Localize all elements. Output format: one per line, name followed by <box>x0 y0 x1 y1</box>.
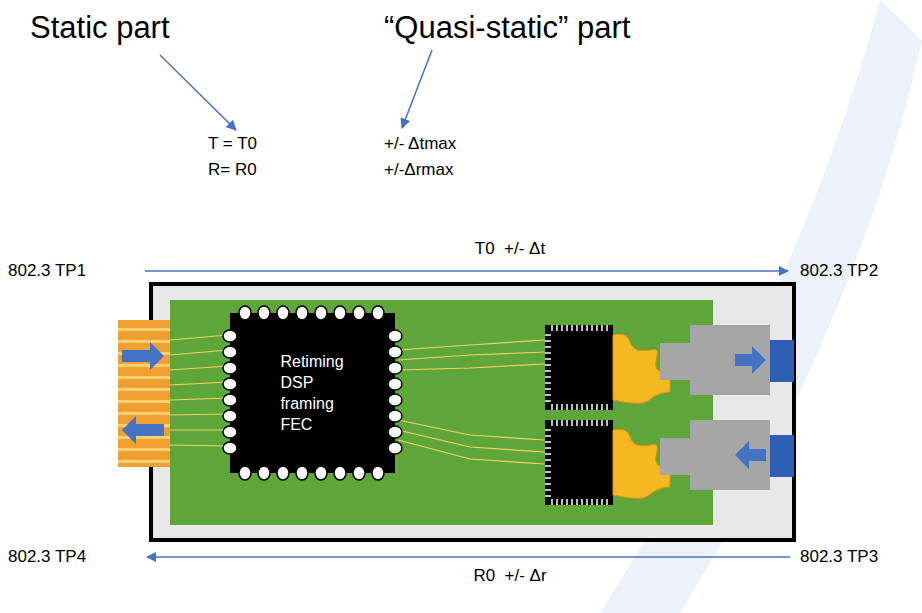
rx-path-arrow <box>147 556 790 558</box>
heading-label: “Quasi-static” part <box>384 10 630 46</box>
dsp-chip <box>230 313 395 473</box>
test-point-label: 802.3 TP2 <box>800 261 878 281</box>
tx-path-arrow <box>145 270 788 272</box>
test-point-label: 802.3 TP4 <box>8 547 86 567</box>
module-housing <box>151 284 794 540</box>
equation-term: R= R0 <box>208 160 257 180</box>
path-delay-label: R0 +/- Δr <box>473 566 546 586</box>
equation-term: T = T0 <box>208 134 257 154</box>
tx-optical-port <box>660 325 770 395</box>
heading-label: Static part <box>30 10 170 46</box>
rx-output-arrow <box>122 416 164 444</box>
tx-out-arrow <box>735 346 766 374</box>
rx-in-arrow <box>735 441 766 469</box>
driver-chip <box>545 325 613 410</box>
callout-arrow <box>402 50 432 128</box>
dsp-chip-label: Retiming DSP framing FEC <box>280 351 343 435</box>
fiber-connector <box>770 435 794 477</box>
pcb-traces <box>398 340 545 464</box>
test-point-label: 802.3 TP3 <box>800 547 878 567</box>
equation-term: +/- Δtmax <box>384 134 456 154</box>
equation-term: +/-Δrmax <box>384 160 453 180</box>
edge-connector <box>118 320 170 467</box>
fiber-connector <box>770 340 794 382</box>
callout-arrow <box>160 55 236 130</box>
chip-pins <box>545 325 607 505</box>
test-point-label: 802.3 TP1 <box>8 261 86 281</box>
chip-pads <box>223 306 402 480</box>
connector-traces <box>170 335 228 446</box>
receiver-chip <box>545 420 613 505</box>
path-delay-label: T0 +/- Δt <box>475 239 545 259</box>
rx-optical-port <box>660 420 770 490</box>
chip-function-text: Retiming DSP framing FEC <box>280 351 343 435</box>
tx-input-arrow <box>122 342 164 370</box>
pcb <box>170 300 713 525</box>
